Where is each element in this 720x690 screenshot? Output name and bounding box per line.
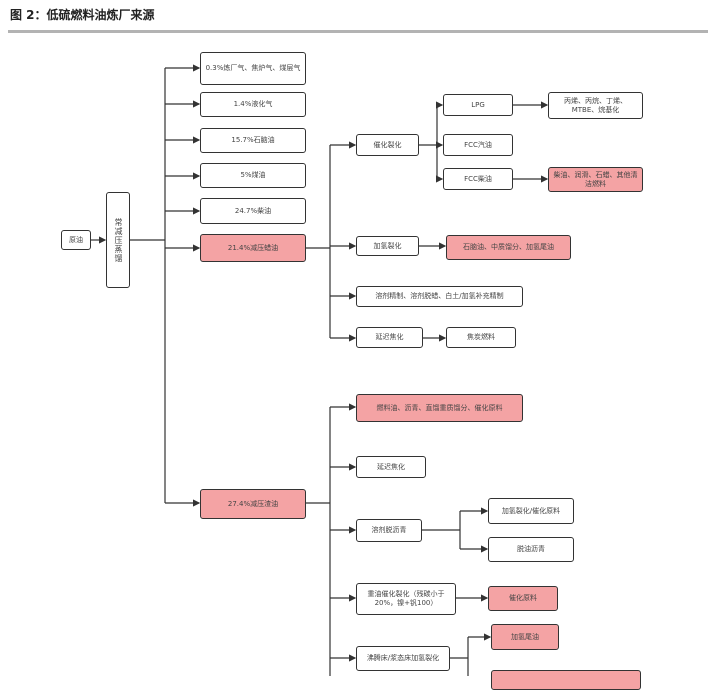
lpg-products-node: 丙烯、丙烷、丁烯、MTBE、烷基化: [548, 92, 643, 119]
delayed-coking-node: 延迟焦化: [356, 327, 423, 348]
solvent-deasphalting-node: 溶剂脱沥青: [356, 519, 422, 542]
hydro-tail-oil-node: 加氢尾油: [491, 624, 559, 650]
title-divider: [8, 30, 708, 33]
fcc-node: 催化裂化: [356, 134, 419, 156]
cropped-output-node: [491, 670, 641, 690]
fcc-diesel-node: FCC柴油: [443, 168, 513, 190]
deoiled-asphalt-node: 脱油沥青: [488, 537, 574, 562]
diesel-node: 24.7%柴油: [200, 198, 306, 224]
flow-connectors: [91, 64, 549, 676]
hydrocracking-fcc-feed-node: 加氢裂化/催化原料: [488, 498, 574, 524]
figure-title: 图 2：低硫燃料油炼厂来源: [10, 8, 155, 22]
ebullated-bed-node: 沸腾床/浆态床加氢裂化: [356, 646, 450, 671]
atmospheric-distillation-node: 常减压蒸馏: [106, 192, 130, 288]
fcc-feed-node: 催化原料: [488, 586, 558, 611]
fuel-oil-asphalt-node: 燃料油、沥青、直馏重质馏分、催化原料: [356, 394, 523, 422]
lpg-node: LPG: [443, 94, 513, 116]
fcc-gasoline-node: FCC汽油: [443, 134, 513, 156]
kerosene-node: 5%煤油: [200, 163, 306, 188]
coke-fuel-node: 焦炭燃料: [446, 327, 516, 348]
residue-delayed-coking-node: 延迟焦化: [356, 456, 426, 478]
residue-fcc-node: 重油催化裂化（残碳小于20%，镍+钒100）: [356, 583, 456, 615]
crude-oil-node: 原油: [61, 230, 91, 250]
naphtha-node: 15.7%石脑油: [200, 128, 306, 153]
solvent-refining-node: 溶剂精制、溶剂脱蜡、白土/加氢补充精制: [356, 286, 523, 307]
hydrocracking-products-node: 石脑油、中质馏分、加氢尾油: [446, 235, 571, 260]
lpg-share-node: 1.4%液化气: [200, 92, 306, 117]
refinery-gas-node: 0.3%炼厂气、焦炉气、煤层气: [200, 52, 306, 85]
vacuum-gas-oil-node: 21.4%减压蜡油: [200, 234, 306, 262]
hydrocracking-node: 加氢裂化: [356, 236, 419, 256]
fcc-products-node: 柴油、润滑、石蜡、其他清洁燃料: [548, 167, 643, 192]
vacuum-residue-node: 27.4%减压渣油: [200, 489, 306, 519]
